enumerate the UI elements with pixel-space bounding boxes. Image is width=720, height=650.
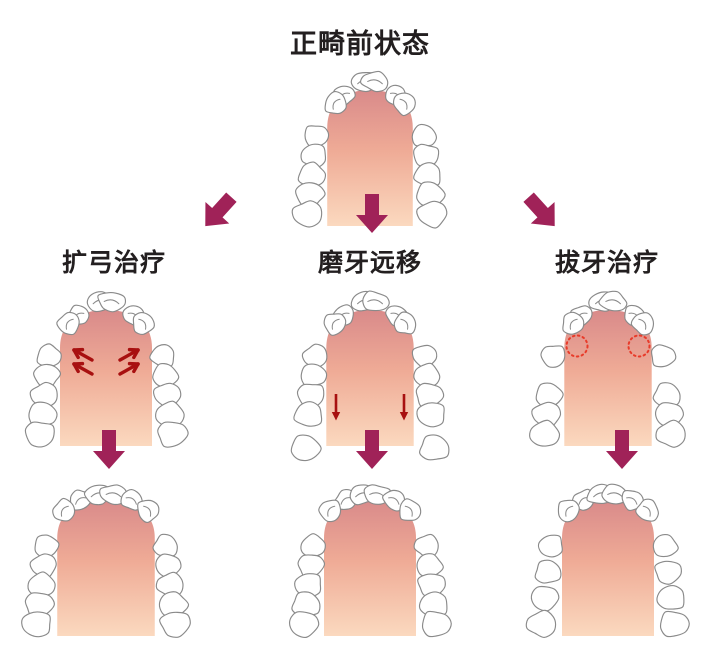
arrow-to-extraction — [522, 190, 562, 234]
arch-expansion-result — [28, 472, 184, 650]
extraction-result — [530, 472, 686, 650]
stage-label-expansion: 扩弓治疗 — [0, 243, 234, 279]
arrow-to-expansion — [198, 190, 238, 234]
molar-distalization-result — [292, 472, 448, 650]
step-arrow-extraction — [602, 428, 642, 472]
step-arrow-expansion — [89, 428, 129, 472]
stage-label-distalization: 磨牙远移 — [250, 243, 490, 279]
page-title: 正畸前状态 — [0, 22, 720, 61]
arrow-to-distalization — [352, 192, 392, 236]
step-arrow-distalization — [352, 428, 392, 472]
stage-label-extraction: 拔牙治疗 — [487, 243, 720, 279]
